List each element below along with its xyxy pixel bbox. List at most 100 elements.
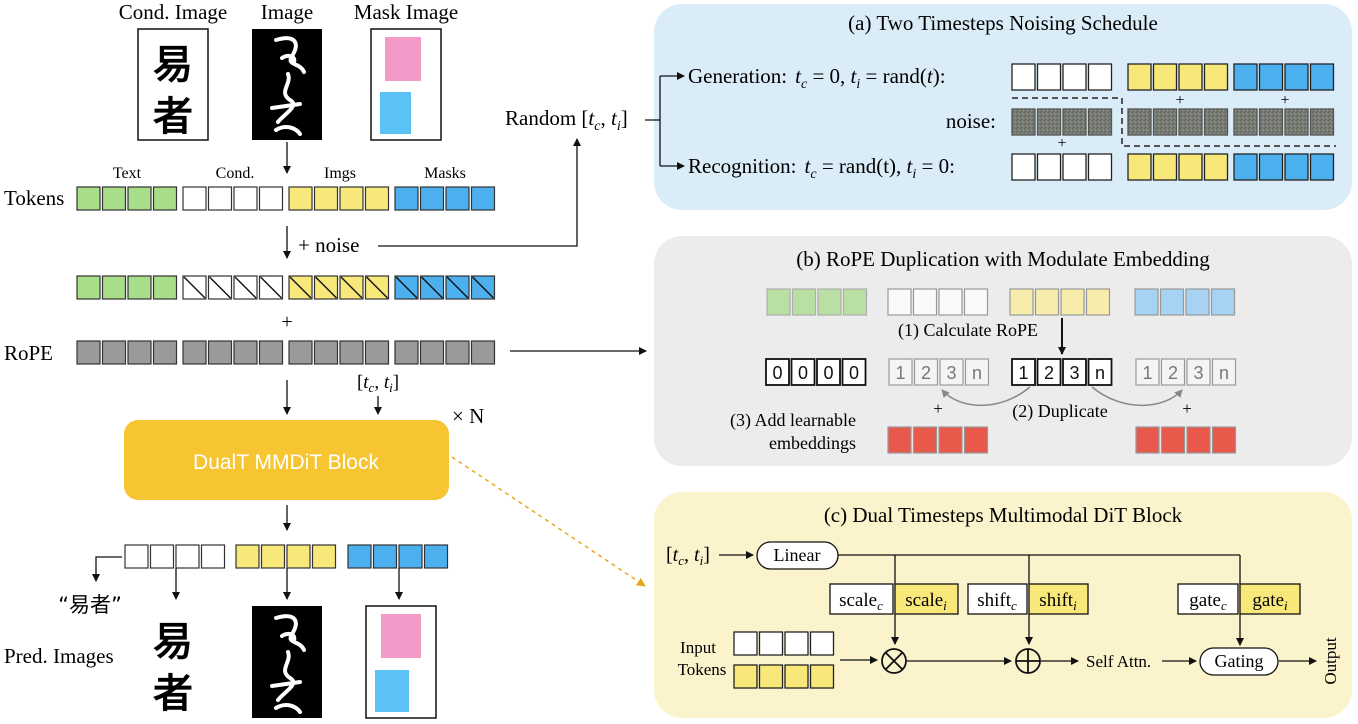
faded-text-cell <box>766 288 791 316</box>
noise-slash <box>421 276 443 299</box>
gen-mask-cell <box>1309 63 1335 91</box>
dup-pos-right-cell <box>1160 358 1186 386</box>
rec-mask-cell <box>1233 153 1258 181</box>
rope-token-cell <box>207 340 233 365</box>
rec-img-cell <box>1127 153 1152 181</box>
input-img-cell <box>809 664 835 689</box>
zero-pos-label: 0 <box>823 363 833 383</box>
scale-i-label: scalei <box>905 590 947 613</box>
faded-cond-cell <box>963 288 989 316</box>
token-cell <box>76 186 101 211</box>
rope-token-cell <box>101 340 127 365</box>
plus-gen-blue: + <box>1280 92 1289 109</box>
output-token-row <box>124 544 449 569</box>
faded-text-cell <box>842 288 868 316</box>
faded-img-cell <box>1034 288 1060 316</box>
output-token-cell <box>398 544 423 569</box>
plus-gen-yellow: + <box>1175 92 1184 109</box>
input-cond-cell <box>809 631 835 656</box>
token-cell <box>152 186 178 211</box>
modulation-boxes: scalec scalei shiftc shifti gatec gatei <box>829 583 1301 615</box>
token-cell <box>127 186 152 211</box>
dualt-mmdit-block-label: DualT MMDiT Block <box>193 451 379 474</box>
learn-embed-left-cell <box>887 426 912 454</box>
output-token-cell <box>235 544 260 569</box>
panel-a-title: (a) Two Timesteps Noising Schedule <box>848 11 1158 35</box>
panel-a-token-rows <box>1011 63 1335 181</box>
noise-slash <box>183 276 206 299</box>
dup-pos-left-cell <box>939 358 964 386</box>
shift-c-box <box>967 583 1028 615</box>
learn-embed-left-cell <box>963 426 989 454</box>
output-token-cell <box>175 544 200 569</box>
t-input-label: [tc, ti] <box>666 544 710 568</box>
gen-cond-cell <box>1011 63 1036 91</box>
faded-mask-cell <box>1210 288 1236 316</box>
output-token-cell <box>347 544 372 569</box>
noise-to-random-arrow <box>378 138 581 247</box>
token-cell <box>394 186 419 211</box>
mask-blue-region <box>380 92 411 134</box>
gen-img-cell <box>1203 63 1229 91</box>
learn-embed-right-cell <box>1160 426 1186 454</box>
pred-char-1: 易 <box>153 619 193 665</box>
token-cell <box>364 186 390 211</box>
panel-c-input-tokens <box>733 631 835 689</box>
mask-pink-region <box>385 37 421 81</box>
dup-pos-right-cell <box>1135 358 1160 386</box>
gate-c-box <box>1177 583 1239 615</box>
noise-slash <box>366 276 388 299</box>
cond-image <box>137 28 209 141</box>
gating-label: Gating <box>1215 651 1264 671</box>
output-token-cell <box>149 544 175 569</box>
faded-img-cell <box>1060 288 1085 316</box>
dup-pos-right-label: 2 <box>1168 363 1178 383</box>
rope-label: RoPE <box>4 341 53 365</box>
pred-text-label: “易者” <box>58 593 122 617</box>
rope-token-cell <box>339 340 364 365</box>
plus-embed-left: + <box>933 399 943 418</box>
gen-mask-cell <box>1284 63 1309 91</box>
group-label-masks: Masks <box>424 165 466 182</box>
learn-embed-right-cell <box>1135 426 1160 454</box>
rope-token-cell <box>470 340 496 365</box>
gate-i-label: gatei <box>1252 590 1288 613</box>
rope-token-cell <box>152 340 178 365</box>
rope-token-cell <box>182 340 207 365</box>
noise-cell <box>1062 108 1087 136</box>
output-token-cell <box>423 544 449 569</box>
noise-slash <box>395 276 418 299</box>
input-cond-cell <box>784 631 809 656</box>
rope-token-cell <box>445 340 470 365</box>
dualt-mmdit-block <box>124 420 449 500</box>
gen-img-cell <box>1178 63 1203 91</box>
rec-mask-cell <box>1258 153 1284 181</box>
rec-mask-cell <box>1309 153 1335 181</box>
add-embed-label-1: (3) Add learnable <box>730 410 856 431</box>
faded-mask-cell <box>1185 288 1210 316</box>
rec-mask-cell <box>1284 153 1309 181</box>
noise-slash <box>446 276 469 299</box>
pred-mask-blue-region <box>375 670 409 712</box>
rope-token-cell <box>394 340 419 365</box>
pred-mask-pink-region <box>381 614 421 658</box>
learn-embed-right-cell <box>1186 426 1211 454</box>
noise-cell <box>1011 108 1036 136</box>
faded-mask-cell <box>1159 288 1185 316</box>
group-label-cond: Cond. <box>216 165 255 182</box>
noise-cell <box>1233 108 1258 136</box>
input-img-cell <box>758 664 784 689</box>
gen-img-cell <box>1127 63 1152 91</box>
cond-char-2: 者 <box>153 94 193 140</box>
rope-token-cell <box>258 340 284 365</box>
linear-out-line <box>838 554 1241 584</box>
noised-token-cell <box>152 275 178 300</box>
t-pair-left: [tc, ti] <box>357 372 399 395</box>
noise-slash <box>340 276 363 299</box>
duplicate-arrow-left <box>941 386 1031 407</box>
noise-cell <box>1258 108 1284 136</box>
output-token-cell <box>286 544 311 569</box>
